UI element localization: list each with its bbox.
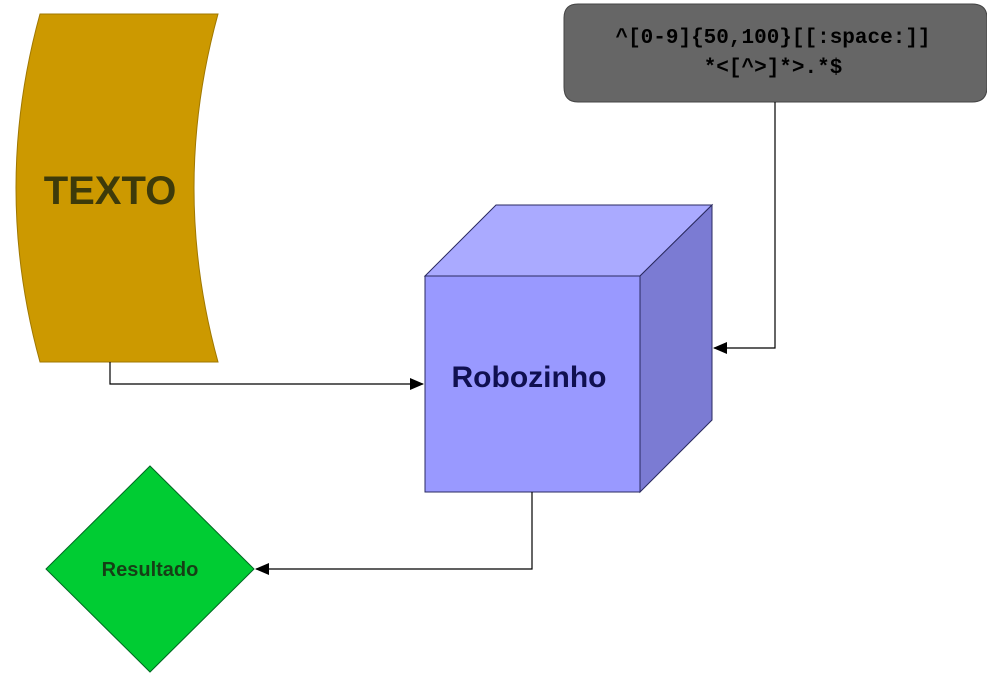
robo-label: Robozinho	[452, 361, 607, 394]
resultado-shape	[45, 465, 255, 673]
regex-label-line1: ^[0-9]{50,100}[[:space:]]	[615, 27, 930, 50]
edge-robo-to-resultado[interactable]	[255, 492, 533, 575]
texto-label: TEXTO	[44, 169, 177, 213]
regex-node[interactable]: ^[0-9]{50,100}[[:space:]] *<[^>]*>.*$	[563, 3, 987, 103]
edge-texto-to-robo[interactable]	[109, 362, 424, 390]
robo-cube-front	[424, 275, 641, 493]
robo-node[interactable]: Robozinho	[423, 203, 714, 494]
edge-regex-to-robo[interactable]	[713, 102, 776, 354]
regex-label-line2: *<[^>]*>.*$	[704, 57, 843, 80]
resultado-label: Resultado	[102, 559, 199, 581]
texto-shape	[15, 13, 219, 363]
regex-shape	[563, 3, 987, 103]
resultado-node[interactable]: Resultado	[45, 465, 255, 673]
texto-node[interactable]: TEXTO	[15, 13, 219, 363]
